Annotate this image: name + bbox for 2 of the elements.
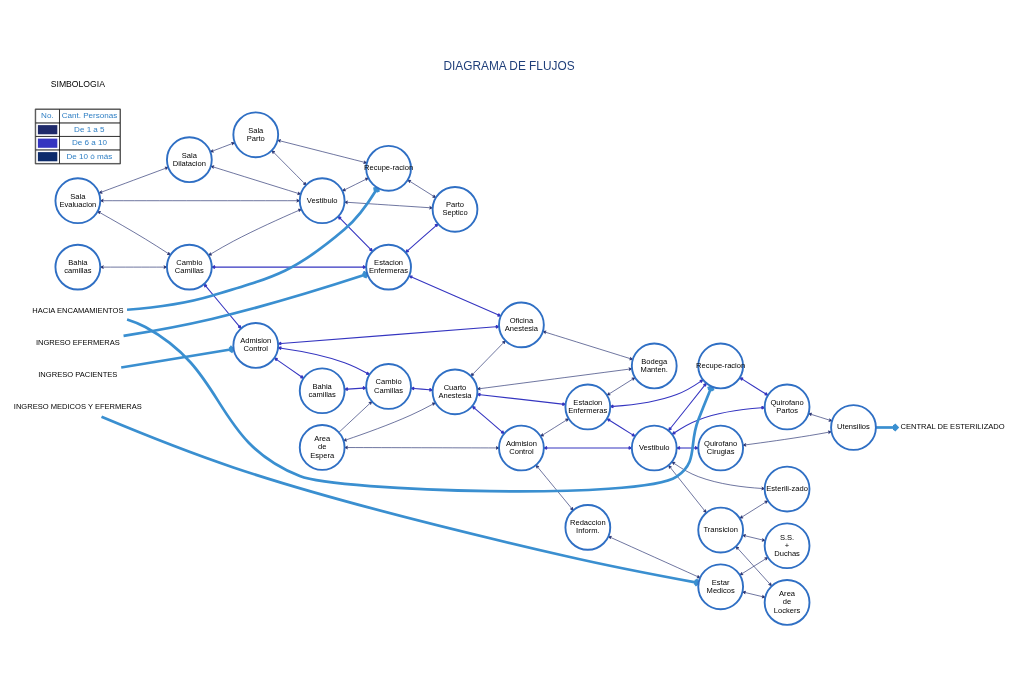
diagram-title: DIAGRAMA DE FLUJOS <box>443 58 575 73</box>
label: SIMBOLOGIA <box>50 78 105 89</box>
